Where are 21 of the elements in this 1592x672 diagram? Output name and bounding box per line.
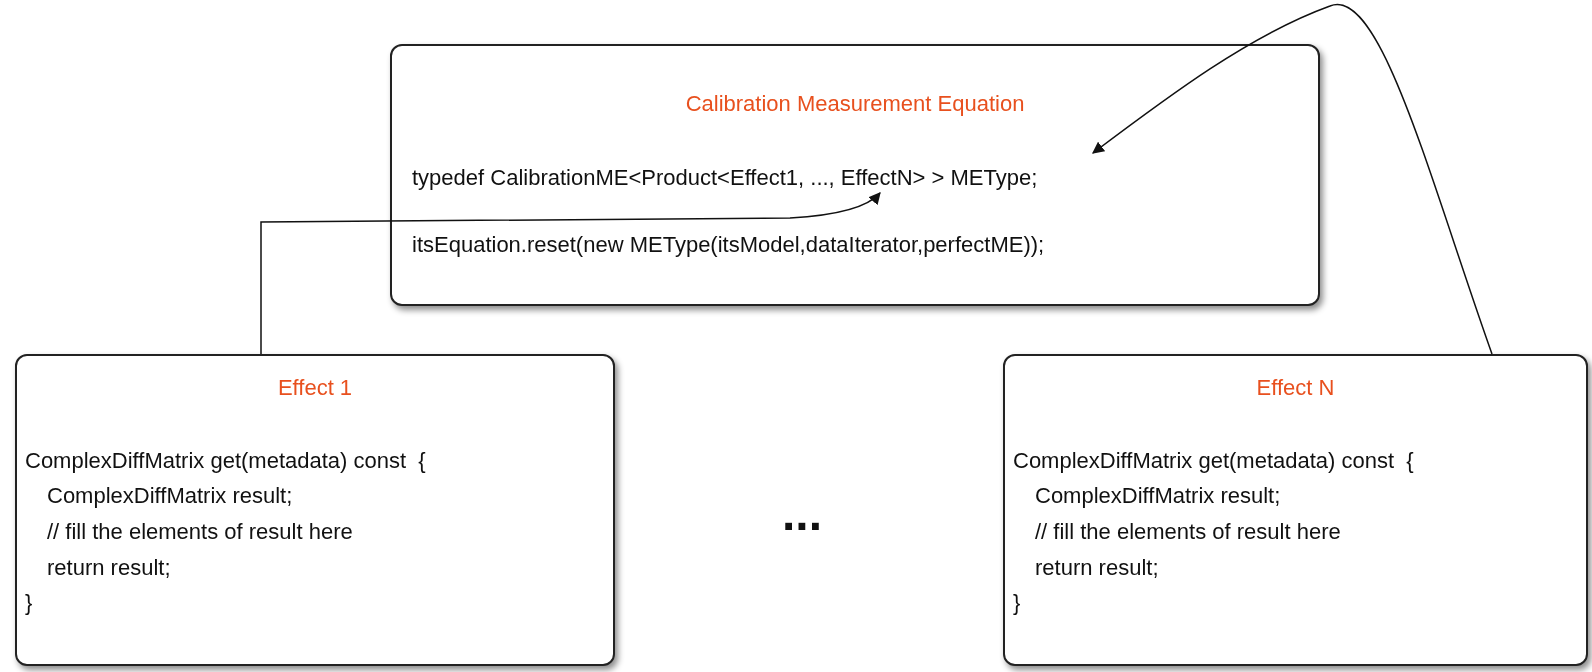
code-line: ComplexDiffMatrix get(metadata) const { [1013, 448, 1414, 474]
code-box [1003, 354, 1588, 666]
code-box [15, 354, 615, 666]
box-title: Effect 1 [276, 375, 354, 401]
arrow [260, 192, 881, 355]
box-title: Effect N [1255, 375, 1336, 401]
code-line: ComplexDiffMatrix result; [47, 483, 293, 509]
code-line: itsEquation.reset(new METype(itsModel,dataIterator,perfectME)); [412, 232, 1045, 258]
code-line: } [25, 590, 33, 616]
ellipsis-text: ... [782, 486, 822, 541]
code-line: // fill the elements of result here [1035, 519, 1341, 545]
code-line: ComplexDiffMatrix result; [1035, 483, 1281, 509]
code-line: return result; [47, 555, 171, 581]
arrow [1092, 4, 1493, 355]
code-line: return result; [1035, 555, 1159, 581]
box-title: Calibration Measurement Equation [684, 91, 1026, 117]
code-line: // fill the elements of result here [47, 519, 353, 545]
code-line: ComplexDiffMatrix get(metadata) const { [25, 448, 426, 474]
code-box [390, 44, 1320, 306]
code-line: typedef CalibrationME<Product<Effect1, ..., EffectN> > METype; [412, 165, 1038, 191]
code-line: } [1013, 590, 1021, 616]
